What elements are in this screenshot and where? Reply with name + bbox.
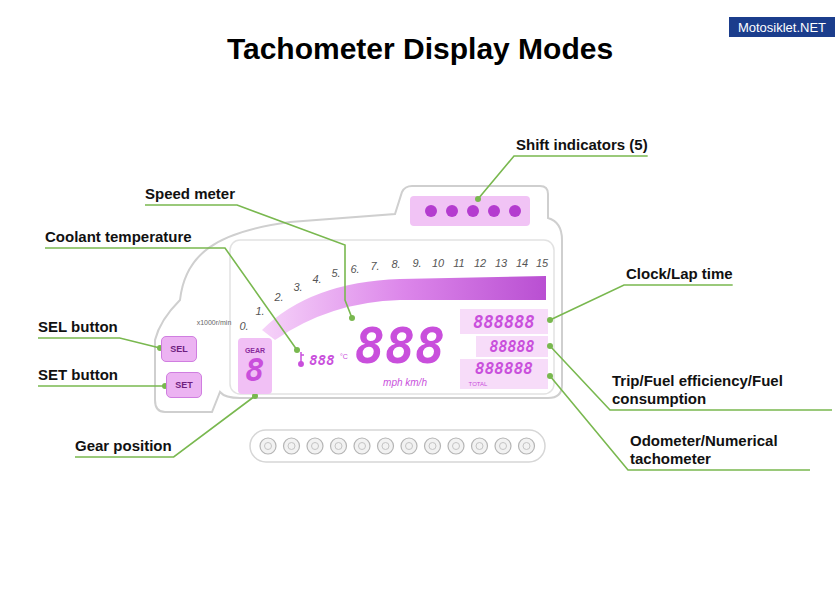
clock-digits: 888888: [473, 314, 534, 331]
set-button: SET: [166, 372, 202, 398]
node-text: 8: [245, 354, 264, 386]
leader-lines: [38, 156, 832, 470]
trip-digits: 88888: [489, 340, 534, 355]
dashboard-housing: [155, 186, 562, 412]
callout-label: SET button: [38, 366, 118, 384]
speed-digits: 888: [355, 321, 445, 371]
node-text: GEAR: [245, 347, 265, 354]
warning-light-symbol: [382, 443, 389, 450]
warning-light-strip: [250, 430, 545, 462]
dial-number: 14: [516, 258, 528, 269]
callout-label: Clock/Lap time: [626, 265, 733, 283]
leader-dot: [294, 347, 300, 353]
callout-label: Gear position: [75, 437, 172, 455]
leader-dot: [349, 315, 355, 321]
dial-number: 7.: [370, 261, 379, 272]
callout-label: Trip/Fuel efficiency/Fuel consumption: [612, 372, 832, 408]
warning-light-symbol: [335, 443, 342, 450]
warning-light: [448, 438, 464, 454]
dial-number: 15: [536, 258, 548, 269]
leader-dot: [547, 373, 553, 379]
dial-number: 3.: [293, 282, 302, 293]
lcd-field: [460, 359, 548, 389]
warning-light: [307, 438, 323, 454]
odometer-digits: 888888: [475, 361, 533, 377]
unit-label: x1000r/min: [197, 319, 232, 326]
dial-number: 12: [474, 258, 486, 269]
leader-line: [550, 346, 832, 410]
warning-light: [495, 438, 511, 454]
callout-label: Shift indicators (5): [516, 136, 648, 154]
dial-number: 13: [495, 258, 507, 269]
dial-number: 11: [453, 258, 464, 269]
thermometer-icon: [299, 352, 304, 366]
warning-light-symbol: [500, 443, 507, 450]
page-title: Tachometer Display Modes: [0, 32, 840, 66]
callout-label: Coolant temperature: [45, 228, 192, 246]
watermark-box: Motosiklet.NET: [728, 16, 836, 38]
leader-line: [38, 338, 160, 348]
node-text: SET: [175, 381, 193, 390]
callout-label: Odometer/Numerical tachometer: [630, 432, 810, 468]
warning-light-symbol: [476, 443, 483, 450]
leader-line: [38, 385, 165, 387]
dial-number: 2.: [274, 292, 283, 303]
sel-button: SEL: [161, 336, 197, 362]
dial-number: 4.: [312, 274, 321, 285]
warning-light: [401, 438, 417, 454]
dial-number: 8.: [391, 259, 400, 270]
warning-light-symbol: [453, 443, 460, 450]
warning-light: [354, 438, 370, 454]
warning-light: [519, 438, 535, 454]
shift-lights: [425, 205, 521, 217]
leader-dot: [547, 317, 553, 323]
leader-dot: [547, 343, 553, 349]
lcd-panel: [230, 240, 554, 394]
dial-number: 1.: [255, 306, 264, 317]
warning-light-symbol: [265, 443, 272, 450]
warning-light-symbol: [288, 443, 295, 450]
warning-light-symbol: [406, 443, 413, 450]
callout-label: Speed meter: [145, 185, 235, 203]
warning-light-symbol: [429, 443, 436, 450]
lcd-tag: TOTAL: [469, 381, 488, 387]
warning-light-symbol: [359, 443, 366, 450]
warning-light: [260, 438, 276, 454]
dial-number: 9.: [412, 258, 421, 269]
dial-number: 5.: [331, 268, 340, 279]
leader-line: [145, 205, 352, 318]
warning-light-symbol: [312, 443, 319, 450]
gear-display: GEAR8: [238, 338, 272, 394]
shift-light-panel: [410, 196, 530, 226]
warning-light: [331, 438, 347, 454]
unit-label: mph km/h: [383, 378, 427, 388]
warning-lights: [260, 438, 535, 454]
warning-light-symbol: [523, 443, 530, 450]
warning-light: [472, 438, 488, 454]
warning-light: [378, 438, 394, 454]
leader-dot: [475, 196, 481, 202]
lcd-field: [460, 309, 548, 334]
dial-number: 0.: [239, 321, 248, 332]
temperature-digits: 888: [309, 353, 334, 367]
leader-line: [75, 396, 255, 457]
leader-line: [550, 285, 733, 320]
node-text: SEL: [170, 345, 188, 354]
node-text: Motosiklet.NET: [738, 21, 826, 34]
leader-line: [478, 156, 648, 199]
warning-light: [425, 438, 441, 454]
callout-label: SEL button: [38, 318, 118, 336]
dial-number: 6.: [350, 264, 359, 275]
warning-light: [284, 438, 300, 454]
lcd-field: [476, 336, 548, 357]
unit-label: °C: [340, 353, 348, 360]
dial-number: 10: [432, 258, 444, 269]
